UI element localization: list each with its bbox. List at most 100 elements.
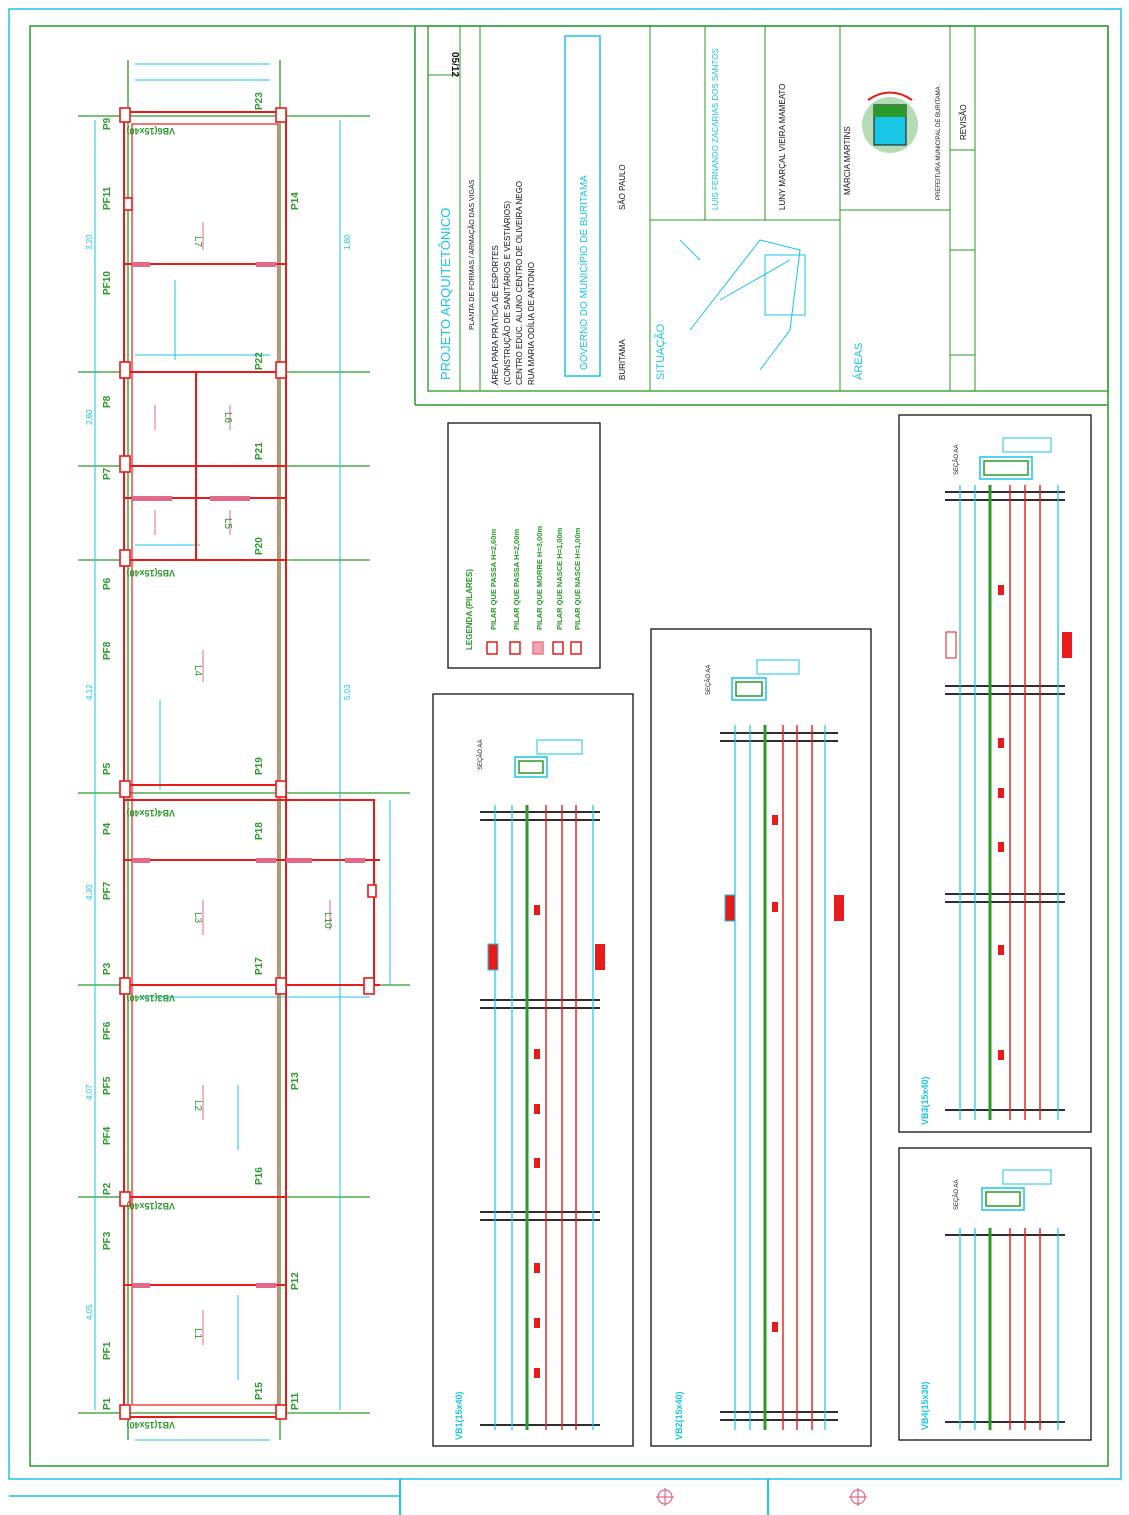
situation-label: SITUAÇÃO: [654, 323, 667, 380]
vb1-section: SEÇÃO AA: [477, 740, 484, 770]
dim-5: 2,60: [85, 409, 94, 425]
dim-7: 4,30: [85, 884, 94, 900]
vb2-title: VB2(15x40): [674, 1391, 684, 1440]
project-type: PROJETO ARQUITETÔNICO: [438, 208, 453, 380]
situation-map: [679, 239, 806, 371]
slab-label-L7: L7: [192, 236, 203, 248]
label-P22: P22: [254, 352, 265, 370]
label-PF6: PF6: [102, 1021, 113, 1040]
vb2-section: SEÇÃO AA: [705, 665, 712, 695]
dim-4: 3,20: [85, 234, 94, 250]
label-PF1: PF1: [102, 1341, 113, 1360]
slab-label-L6: L6: [222, 412, 233, 424]
legend-item-1: PILAR QUE PASSA H=2,60m: [489, 529, 498, 630]
vb3-title: VB3(15x40): [920, 1076, 930, 1125]
label-P16: P16: [254, 1167, 265, 1185]
revision-label: REVISÃO: [959, 104, 968, 140]
label-P14: P14: [290, 192, 301, 210]
legend-item-4: PILAR QUE NASCE H=1,00m: [555, 527, 564, 630]
beam-label-3: VB3(15x40): [126, 993, 175, 1003]
beam-detail-vb1: VB1(15x40) SEÇÃO AA: [432, 693, 634, 1447]
legend-item-3: PILAR QUE MORRE H=3,00m: [535, 526, 544, 630]
label-PF11: PF11: [102, 186, 113, 210]
vb1-title: VB1(15x40): [454, 1391, 464, 1440]
label-PF7: PF7: [102, 881, 113, 900]
legend-item-2: PILAR QUE PASSA H=2,00m: [512, 529, 521, 630]
slab-label-L3: L3: [192, 912, 203, 924]
label-P19: P19: [254, 757, 265, 775]
label-PF9: PF8: [102, 641, 113, 660]
sheet-number: 05/12: [449, 52, 460, 77]
work-line-4: RUA MARIA ODÍLIA DE ANTONIO: [527, 262, 536, 385]
label-P17: P17: [254, 957, 265, 975]
official-name: MÁRCIA MARTINS: [843, 126, 852, 195]
slab-label-L10: L10: [322, 912, 333, 929]
mayor-name: LUNY MARÇAL VIEIRA MAMEATO: [778, 84, 787, 210]
engineer-name: LUIS FERNANDO ZACARIAS DOS SANTOS: [711, 48, 720, 210]
label-P4: P4: [102, 822, 113, 835]
slab-label-L2: L2: [192, 1100, 203, 1112]
owner: GOVERNO DO MUNICÍPIO DE BURITAMA: [577, 175, 590, 370]
label-P3: P3: [102, 962, 113, 975]
vb3-section-drawing: [979, 437, 1052, 480]
label-P13: P13: [290, 1072, 301, 1090]
vb2-section-drawing: [731, 659, 800, 701]
beam-detail-vb2: VB2(15x40) SEÇÃO AA: [650, 628, 872, 1447]
registration-mark-2: [849, 1488, 867, 1506]
vb4-section-drawing: [981, 1169, 1052, 1211]
dim-1: 4,05: [85, 1304, 94, 1320]
sheet-frame-inner: [29, 25, 1109, 1467]
dim-3: 4,12: [85, 684, 94, 700]
label-P18: P18: [254, 822, 265, 840]
floor-plan: P1 PF1 PF3 P2 PF4 PF5 PF6 P3 P4 P5 PF7 P…: [78, 60, 410, 1441]
beam-detail-vb4: VB4(15x30) SEÇÃO AA: [898, 1147, 1092, 1441]
label-PF5: PF5: [102, 1076, 113, 1095]
coat-caption: PREFEITURA MUNICIPAL DE BURITAMA: [936, 86, 942, 200]
slab-label-L1: L1: [192, 1328, 203, 1340]
label-PF10: PF10: [102, 271, 113, 295]
work-line-3: CENTRO EDUC. ALUNO CENTRO DE OLIVEIRA NE…: [515, 181, 524, 385]
label-P1: P1: [102, 1397, 113, 1410]
dim-2: 4,07: [85, 1084, 94, 1100]
dim-6: 5,03: [343, 684, 352, 700]
label-P20: P20: [254, 537, 265, 555]
label-P15: P15: [254, 1382, 265, 1400]
beam-label-6: VB6(15x40): [126, 126, 175, 136]
label-P9: P9: [102, 117, 113, 130]
slab-label-L4: L4: [192, 665, 203, 677]
label-P21: P21: [254, 442, 265, 460]
sheet-frame-outer: [8, 8, 1122, 1480]
beam-detail-vb3: VB3(15x40) SEÇÃO AA: [898, 414, 1092, 1133]
city: BURITAMA: [618, 339, 627, 380]
beam-label-4: VB4(15x40): [126, 808, 175, 818]
label-PF4: PF4: [102, 1126, 113, 1145]
legend-item-5: PILAR QUE NASCE H=1,00m: [573, 527, 582, 630]
label-P6: P6: [102, 577, 113, 590]
label-P2: P2: [102, 1182, 113, 1195]
beam-label-5: VB5(15x40): [126, 568, 175, 578]
label-P12: P12: [290, 1272, 301, 1290]
vb4-title: VB4(15x30): [920, 1381, 930, 1430]
registration-mark-1: [656, 1488, 674, 1506]
label-PF3: PF3: [102, 1231, 113, 1250]
slab-label-L5: L5: [222, 518, 233, 530]
label-P8: P8: [102, 395, 113, 408]
vb3-section: SEÇÃO AA: [953, 445, 960, 475]
vb4-section: SEÇÃO AA: [953, 1180, 960, 1210]
label-P11: P11: [290, 1392, 301, 1410]
areas-label: ÁREAS: [852, 343, 865, 380]
label-P23: P23: [254, 92, 265, 110]
beam-label-1: VB1(15x40): [126, 1420, 175, 1430]
label-P7: P7: [102, 467, 113, 480]
beam-label-2: VB2(15x40): [126, 1201, 175, 1211]
legend-title: LEGENDA (PILARES): [465, 569, 474, 650]
state: SÃO PAULO: [618, 164, 627, 210]
work-line-1: ÁREA PARA PRÁTICA DE ESPORTES: [491, 245, 500, 385]
content-desc: PLANTA DE FORMAS / ARMAÇÃO DAS VIGAS: [467, 179, 476, 330]
coat-of-arms-icon: [862, 91, 918, 153]
work-line-2: (CONSTRUÇÃO DE SANITÁRIOS E VESTIÁRIOS): [503, 201, 512, 385]
dim-8: 1,80: [343, 234, 352, 250]
legend: LEGENDA (PILARES) PILAR QUE PASSA H=2,60…: [447, 422, 601, 669]
label-P5: P5: [102, 762, 113, 775]
